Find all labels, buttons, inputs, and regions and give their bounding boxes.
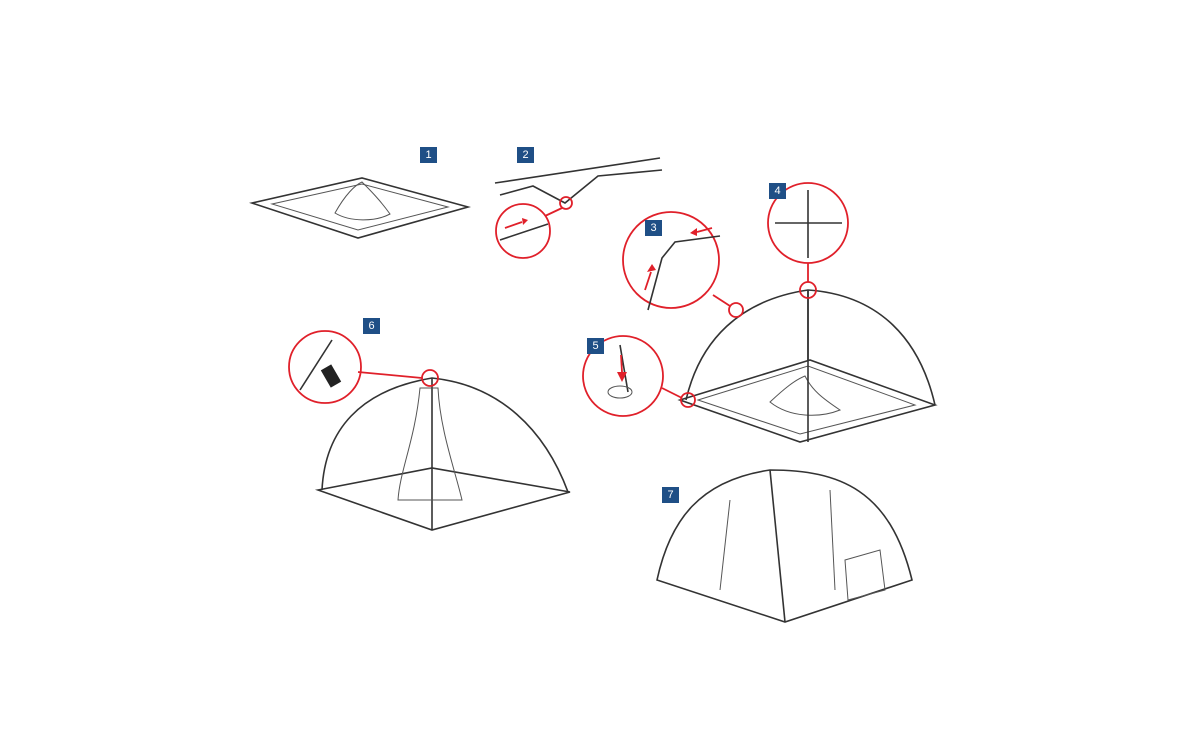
step-7-finished-tent bbox=[656, 469, 913, 623]
step-6-inner-tent bbox=[288, 330, 571, 531]
step-2-badge: 2 bbox=[517, 147, 534, 163]
step-2-poles bbox=[494, 157, 663, 259]
step-1-badge: 1 bbox=[420, 147, 437, 163]
step-6-badge: 6 bbox=[363, 318, 380, 334]
step-4-badge: 4 bbox=[769, 183, 786, 199]
step-3-badge: 3 bbox=[645, 220, 662, 236]
step-1-groundsheet bbox=[249, 177, 471, 239]
step-7-badge: 7 bbox=[662, 487, 679, 503]
step-3-4-5-frame bbox=[582, 182, 938, 443]
step-5-badge: 5 bbox=[587, 338, 604, 354]
